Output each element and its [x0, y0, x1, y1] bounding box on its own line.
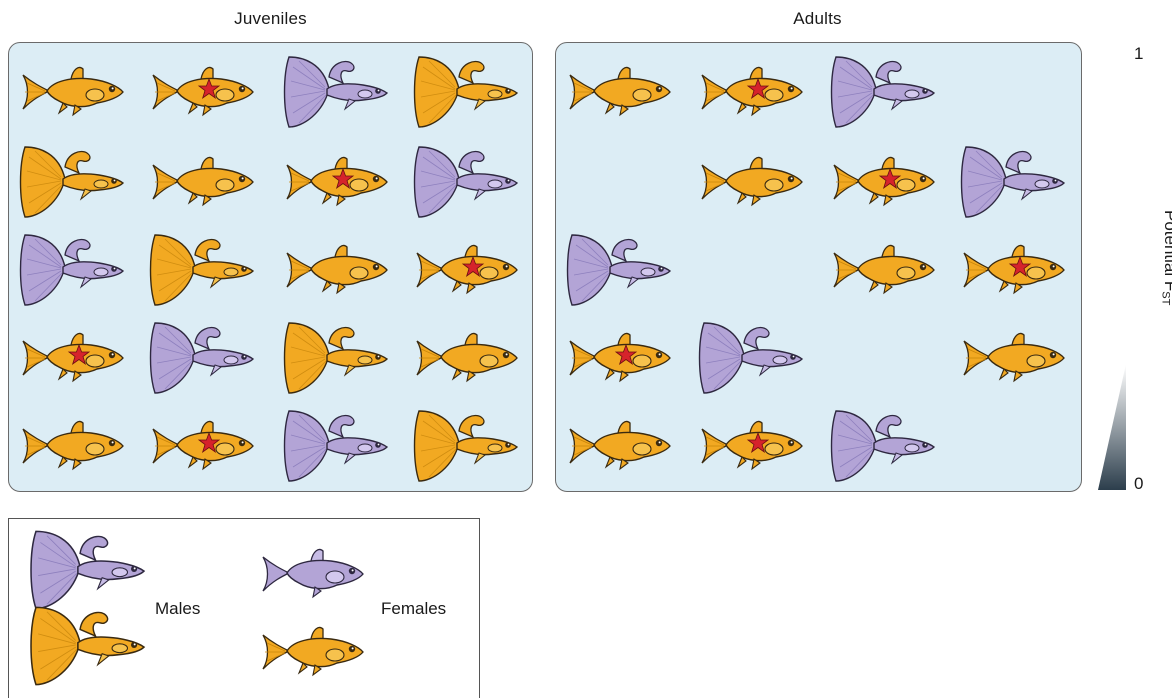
juvenile-fish-female-orange-icon — [19, 407, 129, 485]
juvenile-fish-female-orange-star-icon — [149, 407, 259, 485]
scale-top-label: 1 — [1134, 44, 1143, 64]
juvenile-fish-male-purple-icon — [149, 319, 259, 397]
adult-fish-male-purple-icon — [698, 319, 808, 397]
legend-males-label: Males — [155, 599, 200, 619]
adult-fish-male-purple-icon — [960, 143, 1070, 221]
legend-females-label: Females — [381, 599, 446, 619]
juvenile-fish-female-orange-icon — [19, 53, 129, 131]
adult-fish-female-orange-star-icon — [960, 231, 1070, 309]
legend-male-purple-icon — [23, 527, 157, 613]
legend-male-orange-icon — [23, 603, 157, 689]
adult-fish-female-orange-star-icon — [698, 407, 808, 485]
juvenile-fish-male-orange-icon — [413, 407, 523, 485]
adult-fish-female-orange-icon — [566, 53, 676, 131]
scale-bottom-label: 0 — [1134, 474, 1143, 494]
fst-gradient-wedge — [1096, 362, 1130, 492]
juvenile-fish-female-orange-icon — [413, 319, 523, 397]
juvenile-fish-female-orange-icon — [283, 231, 393, 309]
adult-fish-male-purple-icon — [566, 231, 676, 309]
juvenile-fish-male-purple-icon — [283, 407, 393, 485]
juvenile-fish-male-orange-icon — [149, 231, 259, 309]
fst-axis-label: Potential FST — [1120, 210, 1172, 310]
adult-fish-female-orange-star-icon — [698, 53, 808, 131]
juveniles-panel — [8, 42, 533, 492]
adult-fish-female-orange-star-icon — [566, 319, 676, 397]
juvenile-fish-female-orange-star-icon — [19, 319, 129, 397]
juvenile-fish-female-orange-icon — [149, 143, 259, 221]
adults-title: Adults — [555, 9, 1080, 29]
juvenile-fish-male-orange-icon — [413, 53, 523, 131]
adult-fish-female-orange-icon — [698, 143, 808, 221]
adult-fish-female-orange-star-icon — [830, 143, 940, 221]
juvenile-fish-male-purple-icon — [413, 143, 523, 221]
legend-female-orange-icon — [259, 613, 369, 691]
juvenile-fish-female-orange-star-icon — [413, 231, 523, 309]
legend-box: Males Females — [8, 518, 480, 698]
juvenile-fish-male-purple-icon — [283, 53, 393, 131]
fst-axis-text: Potential F — [1161, 210, 1172, 291]
adult-fish-female-orange-icon — [830, 231, 940, 309]
adult-fish-male-purple-icon — [830, 53, 940, 131]
adult-fish-female-orange-icon — [960, 319, 1070, 397]
fst-axis-subscript: ST — [1160, 291, 1172, 305]
juvenile-fish-male-purple-icon — [19, 231, 129, 309]
juvenile-fish-male-orange-icon — [283, 319, 393, 397]
juvenile-fish-male-orange-icon — [19, 143, 129, 221]
juveniles-title: Juveniles — [8, 9, 533, 29]
juvenile-fish-female-orange-star-icon — [283, 143, 393, 221]
legend-female-purple-icon — [259, 535, 369, 613]
juvenile-fish-female-orange-star-icon — [149, 53, 259, 131]
adults-panel — [555, 42, 1082, 492]
adult-fish-female-orange-icon — [566, 407, 676, 485]
adult-fish-male-purple-icon — [830, 407, 940, 485]
